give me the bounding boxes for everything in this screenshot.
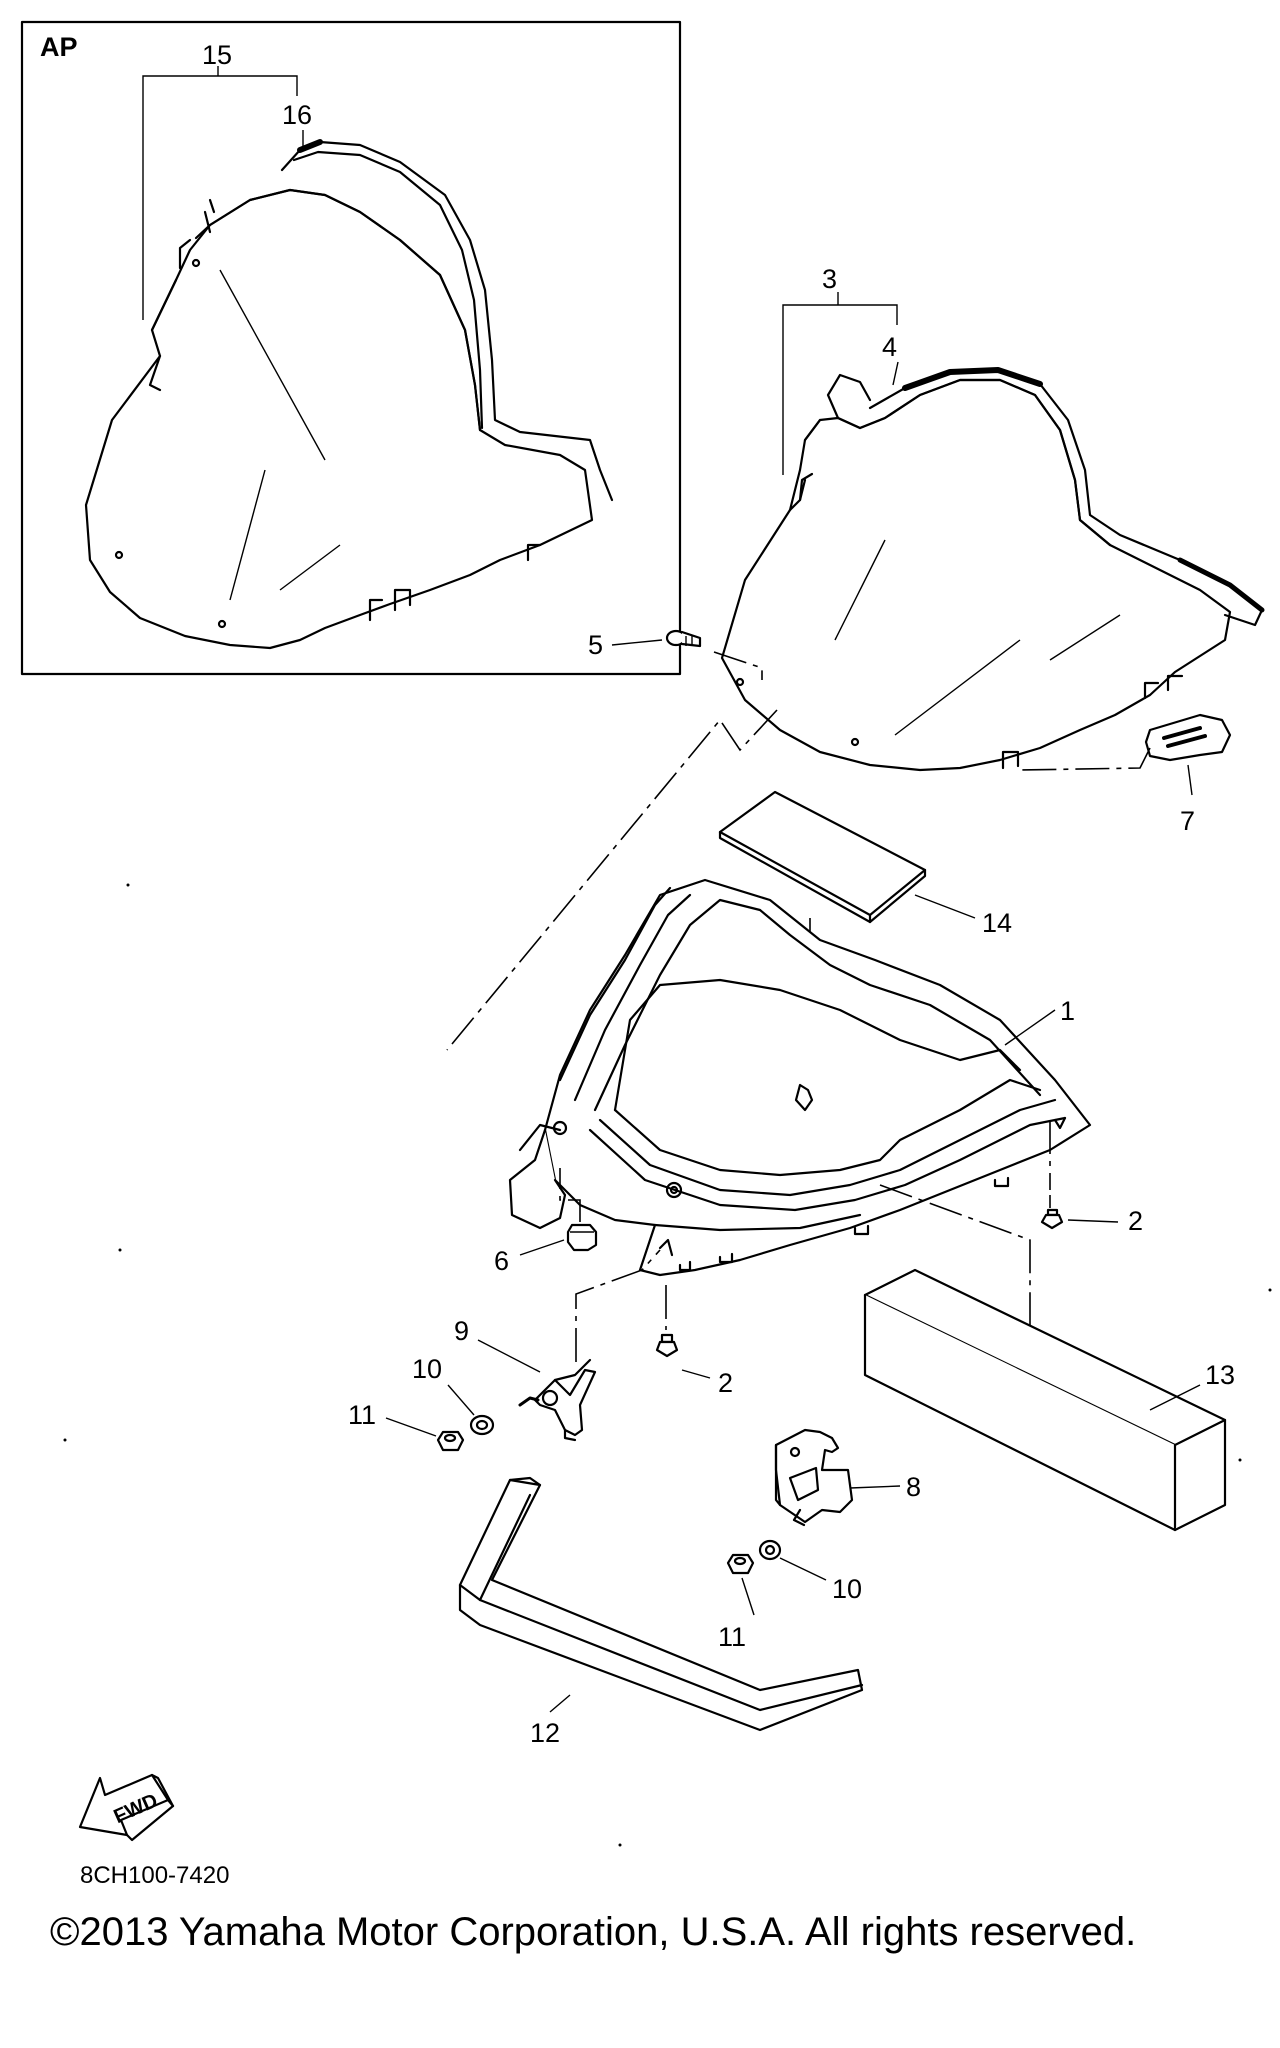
bolt-5 [665, 629, 702, 648]
callout-3: 3 [822, 264, 837, 294]
grommet-6 [566, 1223, 598, 1252]
callout-6: 6 [494, 1246, 509, 1276]
inset-frame [20, 20, 682, 676]
diagram-code: 8CH100-7420 [80, 1862, 229, 1889]
callout-15: 15 [202, 40, 232, 70]
cowling-1 [508, 878, 1092, 1277]
callout-10a: 10 [412, 1354, 442, 1384]
trim-12 [458, 1476, 864, 1732]
copyright-text: ©2013 Yamaha Motor Corporation, U.S.A. A… [50, 1910, 1136, 1954]
callout-2a: 2 [718, 1368, 733, 1398]
clip-7 [1144, 713, 1232, 762]
callout-2b: 2 [1128, 1206, 1143, 1236]
windshield-optional [84, 139, 614, 650]
callout-16: 16 [282, 100, 312, 130]
callout-11a: 11 [348, 1400, 376, 1430]
callout-7: 7 [1180, 806, 1195, 836]
bolt-2-left [655, 1285, 679, 1358]
bracket-9 [518, 1358, 597, 1442]
bracket-15 [142, 75, 298, 320]
washer-10-left [469, 1414, 495, 1436]
callout-4: 4 [882, 332, 897, 362]
bracket-8 [774, 1428, 854, 1527]
bracket-3 [782, 304, 898, 475]
callout-5: 5 [588, 630, 603, 660]
washer-10-right [758, 1539, 782, 1561]
bolt-2-right [1040, 1195, 1064, 1230]
inset-title: AP [40, 32, 78, 62]
nut-11-right [726, 1553, 755, 1575]
pad-14 [718, 790, 927, 924]
callout-11b: 11 [718, 1622, 746, 1652]
callout-13: 13 [1205, 1360, 1235, 1390]
seat-13 [863, 1268, 1227, 1532]
inset-ap-box: AP 15 16 [20, 20, 682, 676]
windshield [720, 367, 1265, 772]
callout-12: 12 [530, 1718, 560, 1748]
callout-8: 8 [906, 1472, 921, 1502]
fwd-arrow-icon: FWD [78, 1773, 175, 1842]
nut-11-left [436, 1430, 465, 1452]
callout-1: 1 [1060, 996, 1075, 1026]
callout-14: 14 [982, 908, 1012, 938]
callout-10b: 10 [832, 1574, 862, 1604]
callout-9: 9 [454, 1316, 469, 1346]
